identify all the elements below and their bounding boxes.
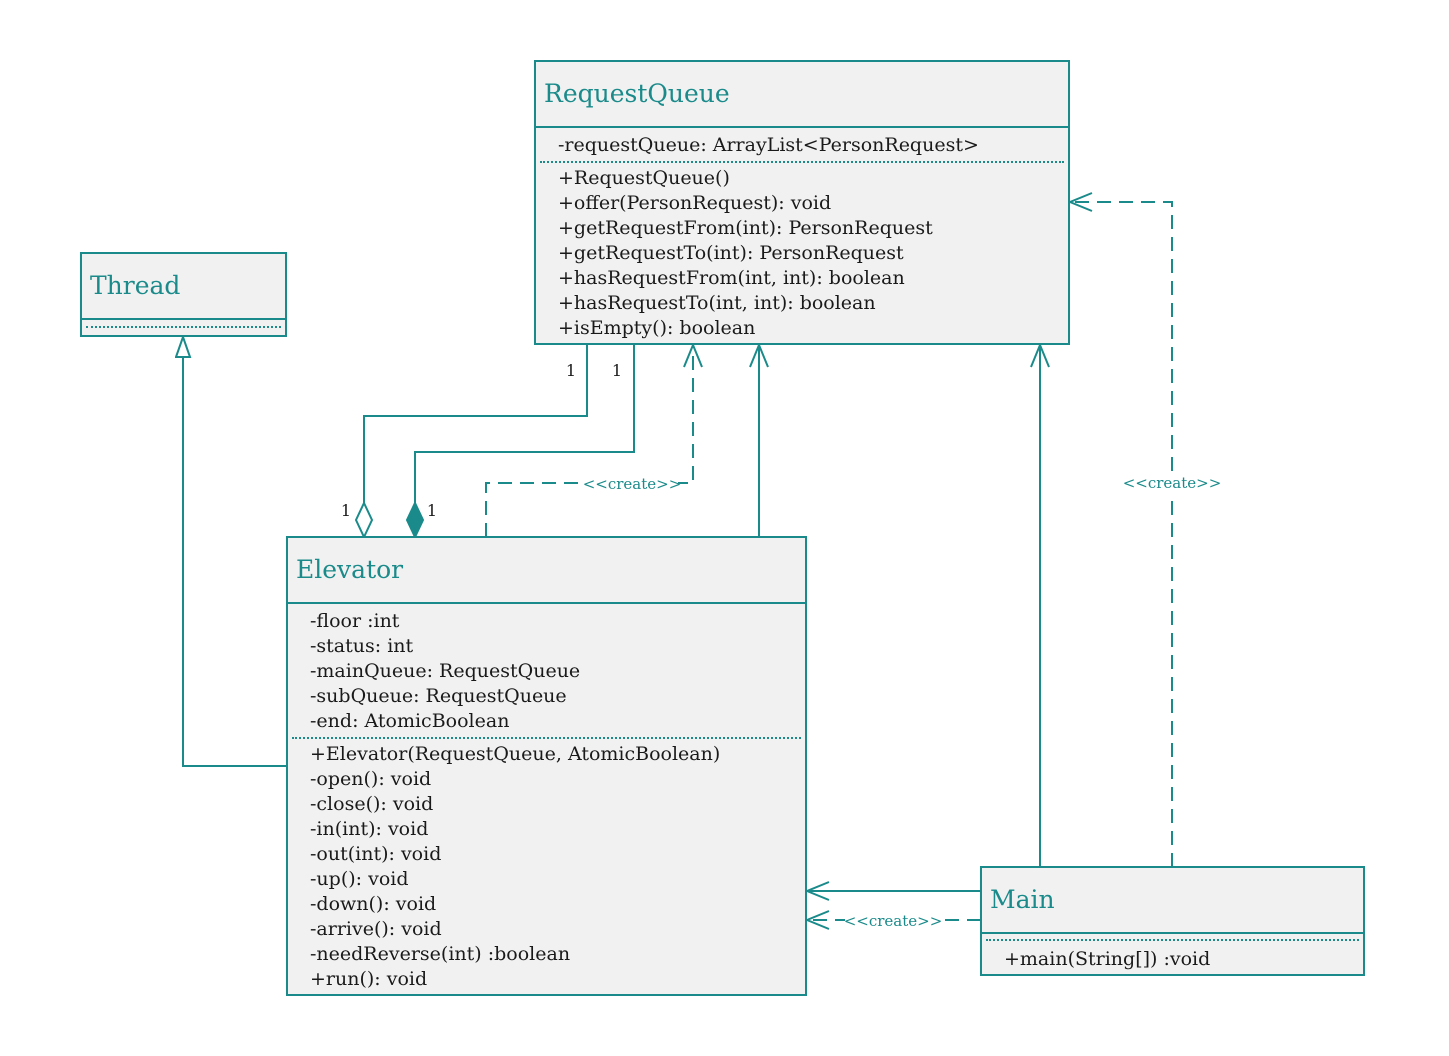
compartment-separator — [292, 737, 801, 739]
attribute: -requestQueue: ArrayList<PersonRequest> — [558, 134, 979, 156]
attribute: -mainQueue: RequestQueue — [310, 660, 581, 682]
method: +getRequestFrom(int): PersonRequest — [558, 217, 933, 239]
method: +RequestQueue() — [558, 167, 730, 189]
class-members: +main(String[]) :void — [982, 941, 1363, 972]
attribute: -status: int — [310, 635, 414, 657]
class-main: Main +main(String[]) :void — [980, 866, 1365, 976]
method: -out(int): void — [310, 843, 442, 865]
class-name: Thread — [82, 254, 285, 320]
composition-source-multiplicity: 1 — [612, 361, 622, 380]
class-name: RequestQueue — [536, 62, 1068, 128]
method: -up(): void — [310, 868, 409, 890]
compartment-separator — [540, 161, 1064, 163]
class-thread: Thread — [80, 252, 287, 337]
method: +run(): void — [310, 968, 428, 990]
composition-line — [415, 345, 635, 537]
method: -open(): void — [310, 768, 432, 790]
class-name: Elevator — [288, 538, 805, 604]
method: +hasRequestFrom(int, int): boolean — [558, 267, 905, 289]
method: +Elevator(RequestQueue, AtomicBoolean) — [310, 743, 721, 765]
main-create-queue-label: <<create>> — [1123, 474, 1222, 492]
class-request-queue: RequestQueue -requestQueue: ArrayList<Pe… — [534, 60, 1070, 345]
class-members: -requestQueue: ArrayList<PersonRequest> … — [536, 128, 1068, 341]
attribute: -floor :int — [310, 610, 400, 632]
attribute: -end: AtomicBoolean — [310, 710, 510, 732]
attribute: -subQueue: RequestQueue — [310, 685, 567, 707]
composition-target-multiplicity: 1 — [427, 501, 437, 520]
method: -needReverse(int) :boolean — [310, 943, 571, 965]
method: +main(String[]) :void — [1004, 948, 1211, 970]
aggregation-source-multiplicity: 1 — [566, 361, 576, 380]
main-create-elevator-label: <<create>> — [844, 912, 943, 930]
class-members: -floor :int -status: int -mainQueue: Req… — [288, 604, 805, 992]
aggregation-target-multiplicity: 1 — [341, 501, 351, 520]
elevator-create-dependency-line — [485, 345, 693, 537]
aggregation-line — [364, 345, 588, 537]
main-create-queue-dependency-line — [1070, 202, 1173, 867]
generalization-line — [183, 337, 288, 767]
compartment-separator — [986, 939, 1359, 941]
method: -close(): void — [310, 793, 434, 815]
class-name: Main — [982, 868, 1363, 934]
class-elevator: Elevator -floor :int -status: int -mainQ… — [286, 536, 807, 996]
method: +isEmpty(): boolean — [558, 317, 756, 339]
method: +hasRequestTo(int, int): boolean — [558, 292, 876, 314]
elevator-create-label: <<create>> — [583, 475, 682, 493]
method: -in(int): void — [310, 818, 429, 840]
method: +getRequestTo(int): PersonRequest — [558, 242, 904, 264]
method: -down(): void — [310, 893, 437, 915]
method: +offer(PersonRequest): void — [558, 192, 832, 214]
compartment-separator — [86, 326, 281, 328]
method: -arrive(): void — [310, 918, 442, 940]
